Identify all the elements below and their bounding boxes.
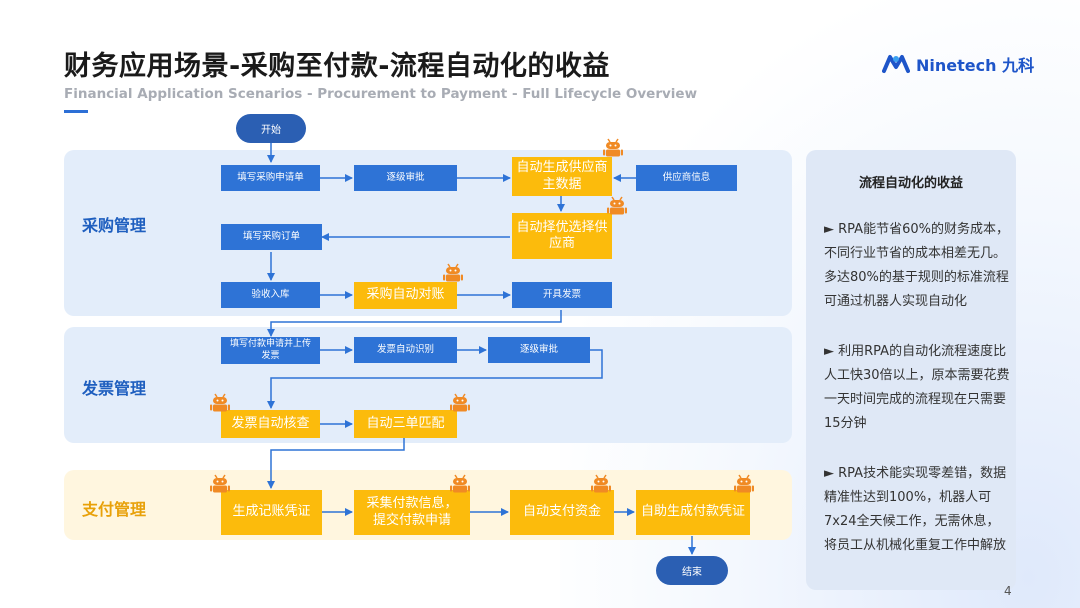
node-invoice-recognition: 发票自动识别 bbox=[354, 337, 457, 363]
node-supplier-info: 供应商信息 bbox=[636, 165, 737, 191]
lane-label-payment: 支付管理 bbox=[82, 500, 147, 519]
logo-text: Ninetech 九科 bbox=[916, 56, 1035, 75]
node-three-way-match: 自动三单匹配 bbox=[354, 410, 457, 438]
node-fill-order: 填写采购订单 bbox=[221, 224, 322, 250]
node-receive-goods: 验收入库 bbox=[221, 282, 320, 308]
node-auto-supplier-data: 自动生成供应商主数据 bbox=[512, 157, 612, 196]
robot-icon bbox=[450, 393, 470, 412]
robot-icon bbox=[734, 474, 754, 493]
node-fill-payment-request: 填写付款申请并上传发票 bbox=[221, 337, 320, 364]
page-subtitle: Financial Application Scenarios - Procur… bbox=[64, 86, 698, 102]
start-node: 开始 bbox=[236, 114, 306, 143]
end-node: 结束 bbox=[656, 556, 728, 585]
robot-icon bbox=[210, 393, 230, 412]
lane-label-invoice: 发票管理 bbox=[82, 379, 147, 398]
node-approval-1: 逐级审批 bbox=[354, 165, 457, 191]
node-auto-select-supplier: 自动择优选择供应商 bbox=[512, 213, 612, 259]
company-logo: Ninetech 九科 bbox=[882, 52, 1034, 76]
node-auto-reconcile: 采购自动对账 bbox=[354, 282, 457, 309]
robot-icon bbox=[603, 138, 623, 157]
benefit-item: ► RPA技术能实现零差错，数据精准性达到100%，机器人可7x24全天候工作，… bbox=[824, 466, 1007, 553]
robot-icon bbox=[450, 474, 470, 493]
benefit-item: ► RPA能节省60%的财务成本，不同行业节省的成本相差无几。多达80%的基于规… bbox=[824, 222, 1009, 309]
node-invoice-check: 发票自动核查 bbox=[221, 410, 320, 438]
robot-icon bbox=[443, 263, 463, 282]
node-auto-payment-voucher: 自助生成付款凭证 bbox=[636, 490, 750, 535]
node-gen-voucher: 生成记账凭证 bbox=[221, 490, 322, 535]
node-collect-payment-info: 采集付款信息，提交付款申请 bbox=[354, 490, 470, 535]
benefits-panel bbox=[806, 150, 1016, 590]
node-fill-request: 填写采购申请单 bbox=[221, 165, 320, 191]
page-title: 财务应用场景-采购至付款-流程自动化的收益 bbox=[64, 51, 610, 82]
benefit-item: ► 利用RPA的自动化流程速度比人工快30倍以上，原本需要花费一天时间完成的流程… bbox=[824, 344, 1010, 431]
title-accent-bar bbox=[64, 110, 88, 113]
benefits-title: 流程自动化的收益 bbox=[858, 176, 963, 191]
robot-icon bbox=[210, 474, 230, 493]
node-auto-pay: 自动支付资金 bbox=[510, 490, 614, 535]
ninetech-logo-icon bbox=[882, 55, 910, 73]
node-approval-2: 逐级审批 bbox=[488, 337, 590, 363]
page-number: 4 bbox=[1004, 584, 1012, 598]
lane-label-procurement: 采购管理 bbox=[82, 216, 147, 235]
robot-icon bbox=[607, 196, 627, 215]
node-issue-invoice: 开具发票 bbox=[512, 282, 612, 308]
robot-icon bbox=[591, 474, 611, 493]
